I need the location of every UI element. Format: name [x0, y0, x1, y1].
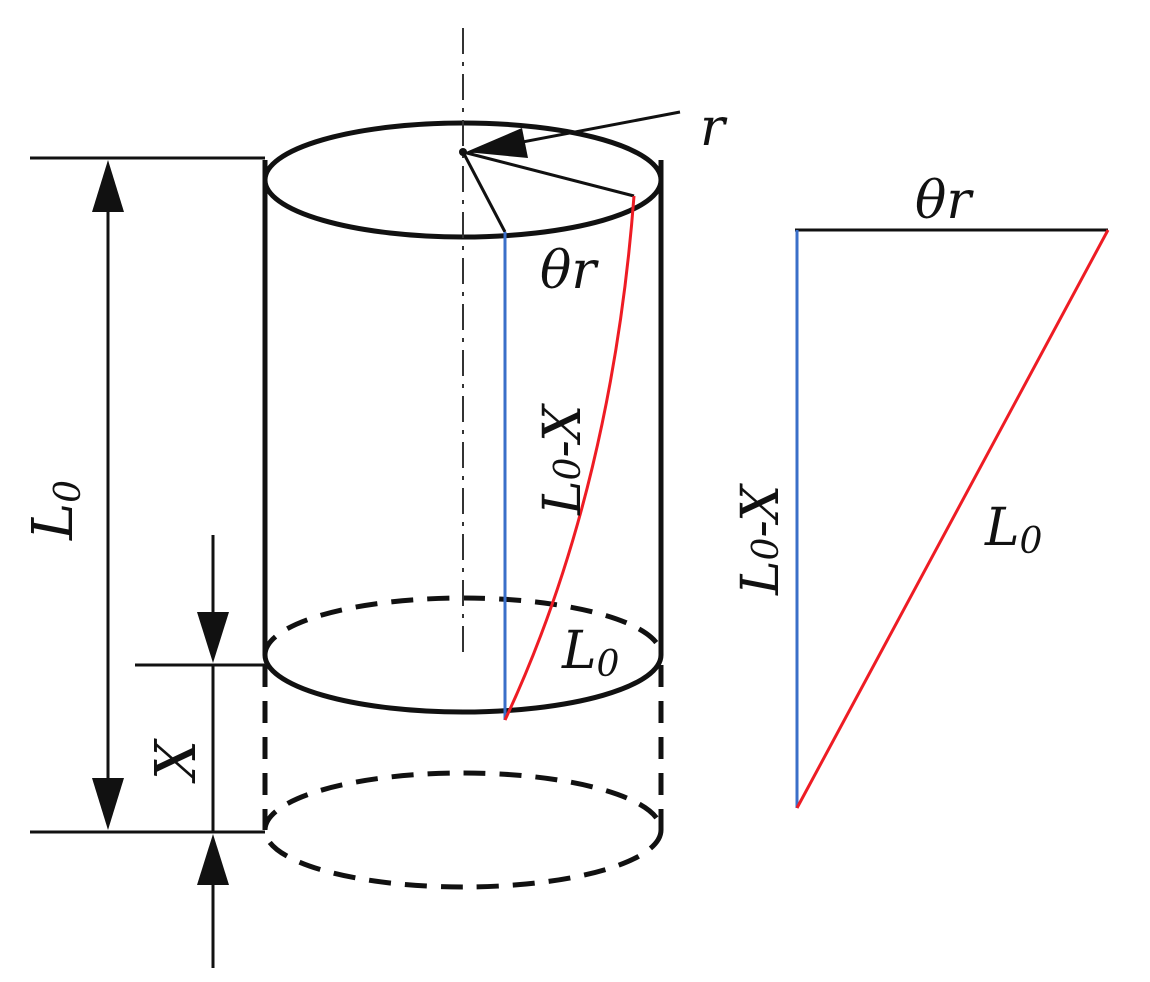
- X-arrow-bottom: [197, 834, 229, 885]
- dimension-L0: [30, 156, 265, 834]
- cylinder-red-curve: [503, 195, 636, 721]
- label-L0-minus-X-cylinder: L0-X: [533, 403, 593, 516]
- radius-arrowhead: [466, 128, 528, 158]
- X-arrow-top: [197, 612, 229, 663]
- label-X-dimension: X: [144, 738, 209, 784]
- label-r: r: [700, 98, 728, 158]
- dimension-X: [135, 535, 265, 968]
- label-L0-minus-X-triangle: L0-X: [731, 483, 791, 596]
- L0-arrow-top: [92, 160, 124, 212]
- radius-line-to-red: [462, 150, 635, 198]
- theta-symbol: θ: [915, 171, 946, 231]
- triangle-red-edge: [795, 229, 1110, 809]
- r-symbol: r: [571, 241, 599, 301]
- label-theta-r-triangle: θr: [915, 171, 974, 231]
- cylinder-bottom-ellipse-back: [262, 595, 664, 656]
- L0-arrow-bottom: [92, 778, 124, 830]
- theta-symbol: θ: [540, 241, 571, 301]
- radius-line-to-blue: [461, 151, 507, 233]
- label-L0-triangle: L0: [984, 498, 1042, 562]
- center-point: [459, 148, 467, 156]
- label-L0-dimension: L0: [21, 480, 89, 541]
- original-bottom-ellipse: [262, 770, 664, 890]
- label-L0-cylinder: L0: [561, 621, 619, 685]
- label-theta-r-cylinder: θr: [540, 241, 599, 301]
- cylinder-bottom-ellipse-front: [262, 654, 664, 715]
- r-symbol: r: [946, 171, 974, 231]
